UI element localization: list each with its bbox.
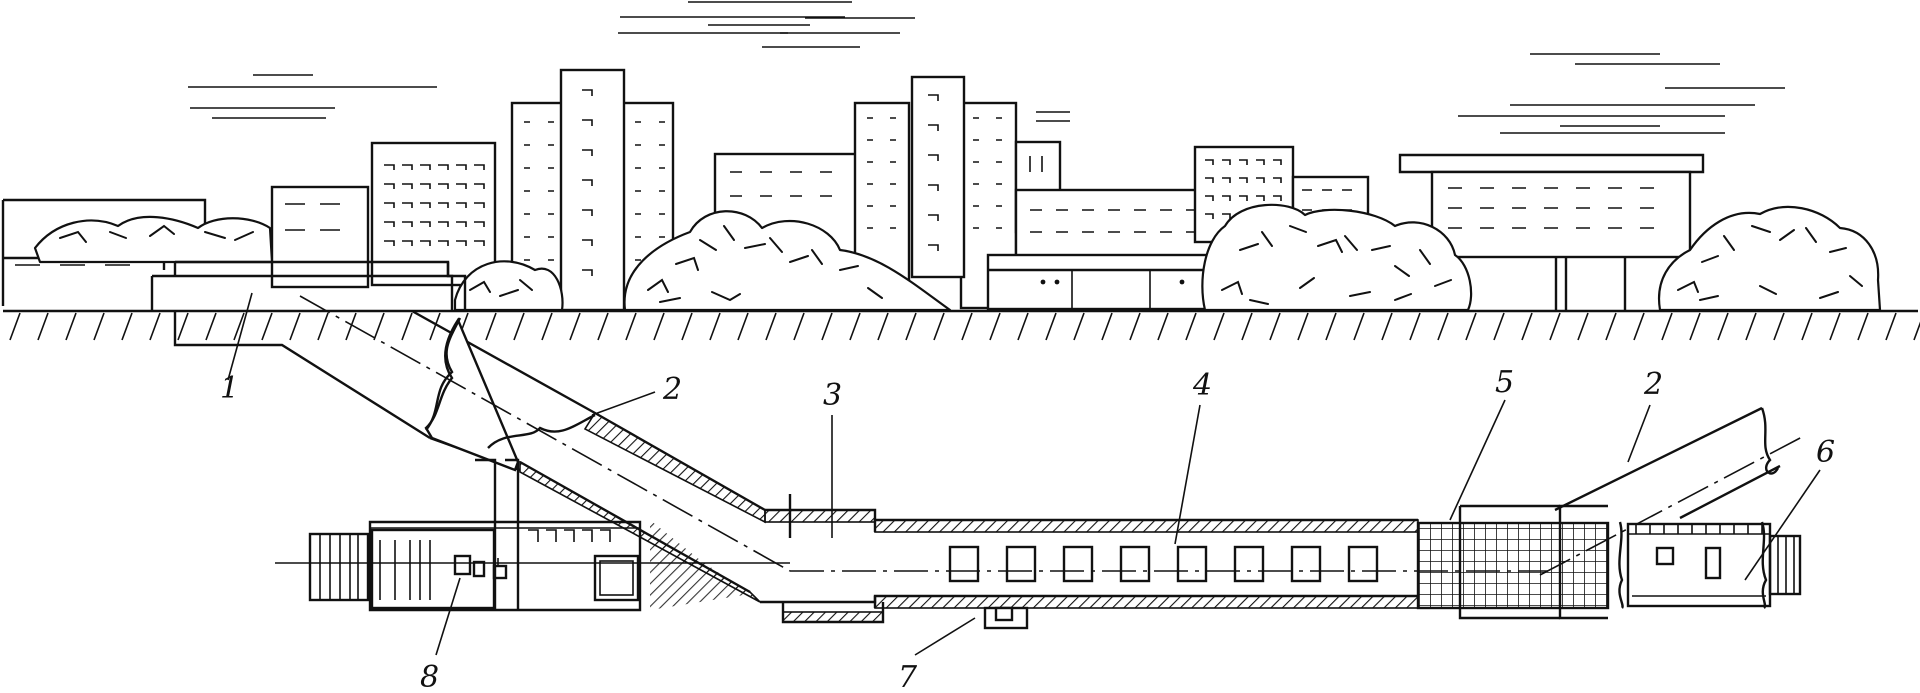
sky-lines — [188, 1, 1785, 134]
callout-label-2-escalator: 2 — [662, 372, 682, 407]
callout-labels: 1 2 3 4 5 2 6 7 8 — [220, 365, 1835, 693]
callout-label-6: 6 — [1816, 435, 1835, 470]
tower-2-windows — [867, 94, 1043, 251]
callout-label-4: 4 — [1192, 368, 1212, 403]
building-b-windows — [384, 164, 485, 246]
callout-label-2-second: 2 — [1643, 367, 1663, 402]
escalator-machine-room — [275, 458, 790, 612]
callout-label-5: 5 — [1495, 365, 1514, 400]
tower-1-windows — [524, 89, 665, 276]
building-d-windows — [1205, 159, 1282, 219]
ground-surface — [3, 309, 1920, 341]
callout-label-1: 1 — [220, 371, 239, 406]
trees-bushes — [33, 203, 1882, 312]
callout-label-8: 8 — [420, 660, 439, 693]
surface-vestibule — [150, 260, 467, 440]
callout-label-3: 3 — [823, 378, 842, 413]
platform-hall — [760, 494, 1548, 630]
right-tunnels — [1416, 406, 1803, 620]
callout-label-7: 7 — [898, 660, 918, 693]
callout-leaders — [227, 292, 1821, 656]
